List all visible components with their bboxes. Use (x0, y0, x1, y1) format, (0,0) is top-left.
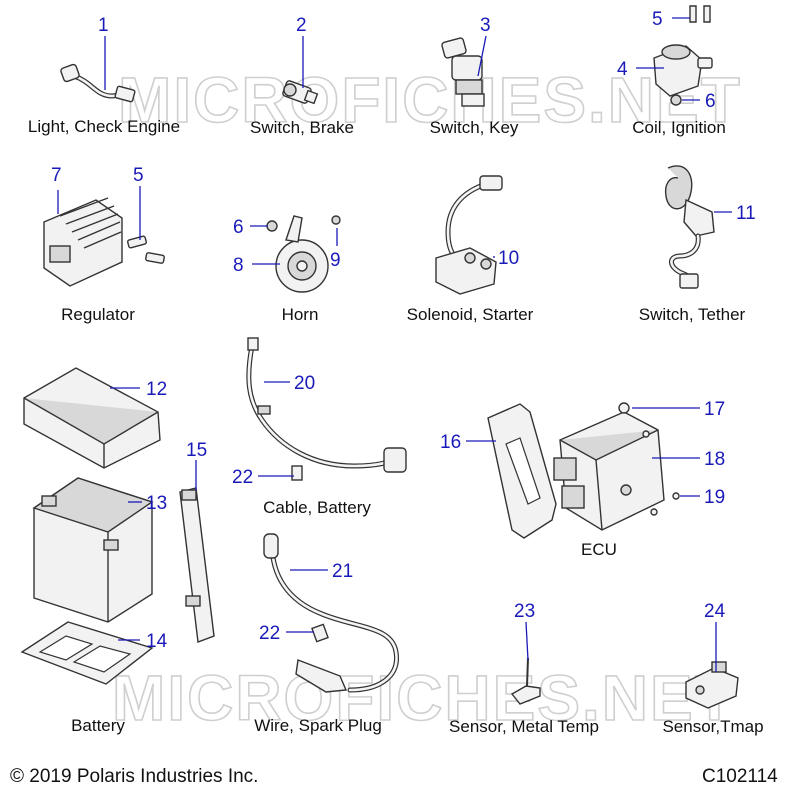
part-battery-strap[interactable] (179, 487, 215, 643)
caption-sensor-metal-temp: Sensor, Metal Temp (449, 717, 599, 736)
caption-ecu: ECU (581, 540, 617, 559)
part-battery-cover[interactable] (23, 367, 161, 469)
callout-13: 13 (146, 493, 167, 514)
part-wire-spark-plug[interactable] (263, 533, 399, 693)
callout-23: 23 (514, 601, 535, 622)
caption-battery: Battery (71, 716, 125, 735)
callout-8: 8 (233, 255, 244, 276)
callout-20: 20 (294, 373, 315, 394)
callout-3: 3 (480, 15, 491, 36)
part-ecu-bracket[interactable] (487, 403, 557, 539)
callout-14: 14 (146, 631, 168, 652)
callout-1: 1 (98, 15, 109, 36)
part-bolt-22a[interactable] (291, 465, 303, 481)
part-light-check-engine[interactable] (60, 63, 136, 103)
callout-17: 17 (704, 399, 725, 420)
callout-4: 4 (617, 59, 628, 80)
part-ecu[interactable] (553, 402, 680, 531)
callout-9: 9 (330, 250, 341, 271)
callout-18: 18 (704, 449, 725, 470)
caption-regulator: Regulator (61, 305, 135, 324)
callout-19: 19 (704, 487, 725, 508)
callout-24: 24 (704, 601, 726, 622)
callout-5-mid: 5 (133, 165, 144, 186)
diagram-id: C102114 (702, 766, 778, 787)
caption-horn: Horn (281, 305, 319, 324)
watermark-top: MICROFICHES.NET (118, 64, 742, 136)
caption-wire-spark-plug: Wire, Spark Plug (254, 716, 382, 735)
caption-solenoid-starter: Solenoid, Starter (406, 305, 534, 324)
part-bolt-22b[interactable] (311, 623, 329, 643)
part-horn[interactable] (266, 215, 341, 293)
part-switch-brake[interactable] (282, 80, 319, 105)
part-sensor-metal-temp[interactable] (510, 657, 541, 705)
callout-21: 21 (332, 561, 353, 582)
copyright-notice: © 2019 Polaris Industries Inc. (10, 766, 259, 787)
callout-6-mid: 6 (233, 217, 244, 238)
callout-12: 12 (146, 379, 167, 400)
leader-lines (57, 17, 732, 672)
callout-11: 11 (736, 203, 756, 224)
caption-sensor-tmap: Sensor,Tmap (662, 717, 764, 736)
part-solenoid-starter[interactable] (435, 175, 503, 295)
callout-16: 16 (440, 432, 461, 453)
callout-numbers: 1 2 3 4 5 6 7 5 6 8 9 10 11 12 13 14 15 … (51, 9, 756, 652)
callout-2: 2 (296, 15, 307, 36)
watermark-bottom: MICROFICHES.NET (112, 662, 736, 734)
caption-switch-tether: Switch, Tether (638, 305, 746, 324)
part-regulator[interactable] (43, 197, 165, 287)
part-cable-battery[interactable] (246, 337, 407, 473)
callout-6-top: 6 (705, 91, 716, 112)
caption-switch-brake: Switch, Brake (250, 118, 354, 137)
part-battery[interactable] (32, 477, 154, 623)
part-sensor-tmap[interactable] (685, 661, 739, 709)
caption-cable-battery: Cable, Battery (263, 498, 371, 517)
callout-10: 10 (498, 248, 519, 269)
part-battery-pad[interactable] (20, 621, 154, 685)
caption-coil-ignition: Coil, Ignition (632, 118, 726, 137)
caption-switch-key: Switch, Key (429, 118, 519, 137)
callout-7: 7 (51, 165, 62, 186)
callout-22-lower: 22 (259, 623, 280, 644)
part-coil-ignition[interactable] (653, 5, 713, 106)
callout-5-top: 5 (652, 9, 663, 30)
part-switch-key[interactable] (441, 37, 485, 107)
callout-22-upper: 22 (232, 467, 253, 488)
caption-light-check-engine: Light, Check Engine (27, 117, 181, 136)
part-switch-tether[interactable] (664, 165, 715, 289)
callout-15: 15 (186, 440, 207, 461)
